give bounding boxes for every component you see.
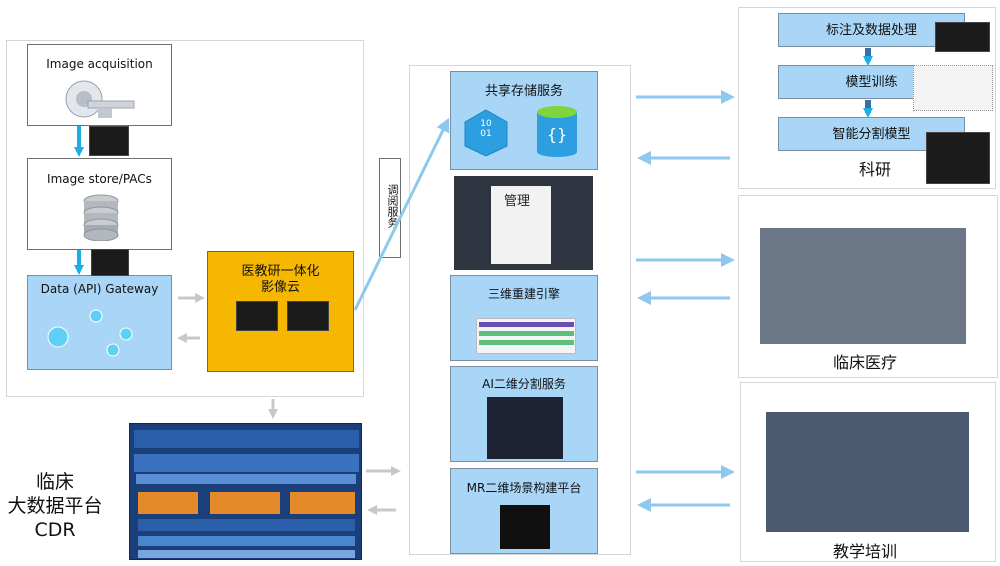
teaching-photo — [766, 412, 969, 532]
research-step-label: 模型训练 — [845, 75, 898, 90]
ct-slice-thumbnail — [935, 22, 990, 52]
scan-thumbnail — [287, 301, 329, 331]
reconstruction-engine-label: 三维重建引擎 — [487, 287, 560, 301]
mr-platform-label: MR二维场景构建平台 — [466, 481, 582, 495]
scan-thumbnail — [236, 301, 278, 331]
pelvis-render-image — [487, 397, 563, 459]
management-screenshot[interactable]: 管理 — [454, 176, 593, 270]
shared-storage-label: 共享存储服务 — [484, 84, 563, 99]
imaging-cloud-node[interactable]: 医教研一体化 影像云 — [207, 251, 354, 372]
image-acquisition-label: Image acquisition — [46, 57, 153, 71]
clinical-photo — [760, 228, 966, 344]
database-icon — [83, 194, 119, 241]
clinical-caption: 临床医疗 — [832, 353, 897, 372]
scan-thumbnail — [89, 126, 129, 156]
ct-scanner-icon — [65, 80, 135, 118]
heart-render-image — [500, 505, 550, 549]
cylinder-braces-icon: {} — [537, 106, 577, 157]
shared-storage-service[interactable]: 共享存储服务 10 01 {} — [450, 71, 598, 170]
hexagon-storage-icon — [464, 109, 508, 157]
gateway-bubbles-icon — [47, 309, 133, 357]
mr-platform-service[interactable]: MR二维场景构建平台 — [450, 468, 598, 554]
svg-text:{}: {} — [547, 125, 567, 144]
reconstruction-engine-service[interactable]: 三维重建引擎 — [450, 275, 598, 361]
teaching-caption: 教学培训 — [832, 542, 897, 561]
ai-2d-segmentation-service[interactable]: AI二维分割服务 — [450, 366, 598, 462]
image-store-node[interactable]: Image store/PACs — [27, 158, 172, 250]
image-store-label: Image store/PACs — [47, 172, 152, 186]
storage-icon-text: 10 01 — [480, 119, 492, 139]
research-step-label: 标注及数据处理 — [825, 23, 917, 38]
management-label: 管理 — [504, 194, 531, 209]
ai-2d-segmentation-label: AI二维分割服务 — [482, 377, 566, 391]
research-caption: 科研 — [858, 160, 891, 179]
research-step-label: 智能分割模型 — [832, 127, 911, 142]
retrieval-service-tag: 调阅服务 — [379, 158, 401, 258]
research-step-annotation[interactable]: 标注及数据处理 — [778, 13, 965, 47]
image-acquisition-node[interactable]: Image acquisition — [27, 44, 172, 126]
imaging-cloud-label: 医教研一体化 影像云 — [241, 264, 320, 295]
api-gateway-label: Data (API) Gateway — [40, 282, 159, 296]
cloud-to-storage-arrow — [353, 117, 450, 311]
training-curve-image — [913, 65, 993, 111]
chest-ct-thumbnail — [926, 132, 990, 184]
cdr-label: 临床 大数据平台 CDR — [7, 471, 103, 541]
cdr-dashboard — [129, 423, 362, 560]
scan-thumbnail — [91, 249, 129, 276]
retrieval-service-label: 调阅服务 — [386, 184, 399, 228]
